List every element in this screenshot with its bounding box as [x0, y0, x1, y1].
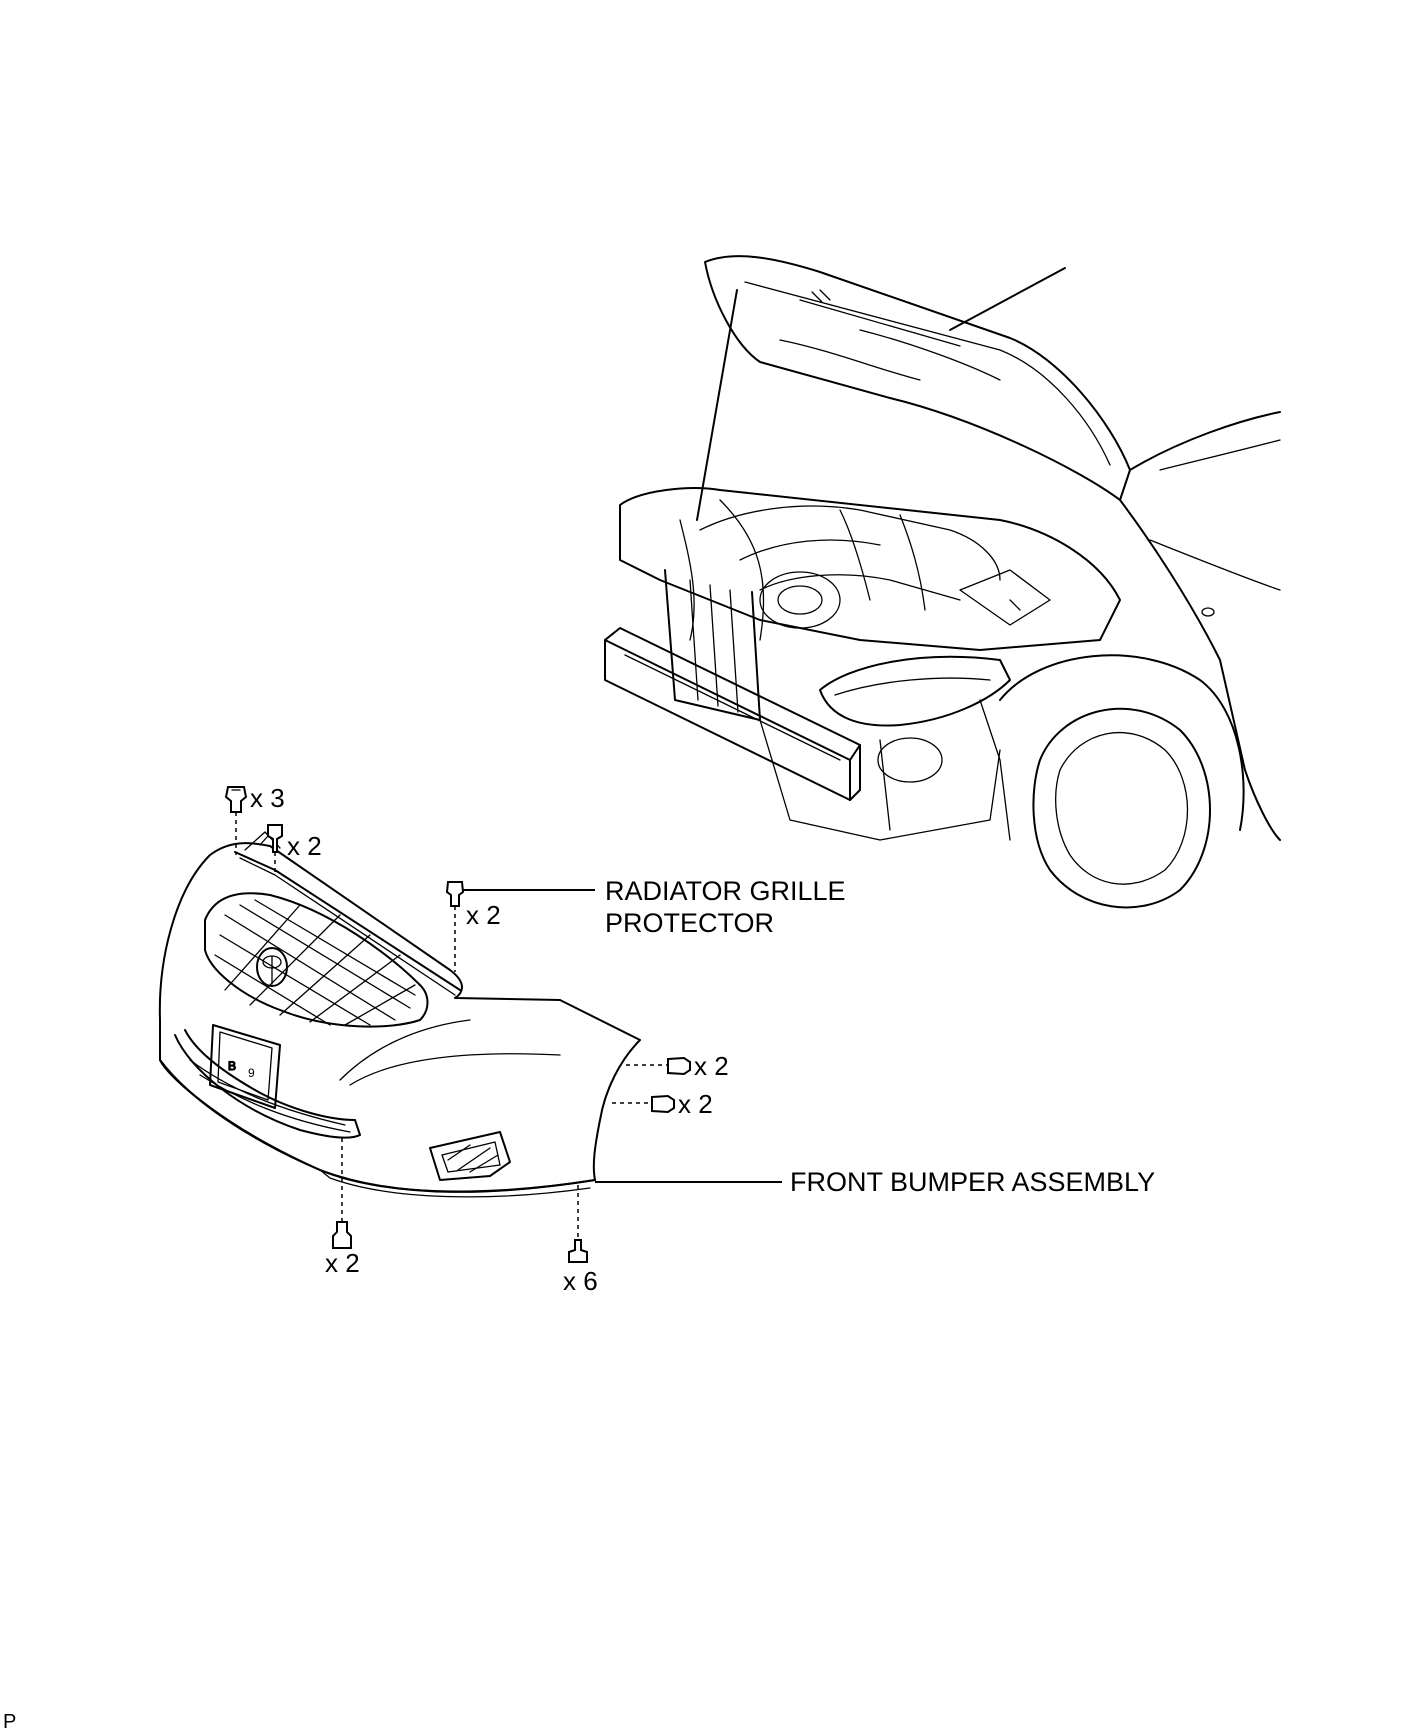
svg-text:9: 9 — [248, 1066, 255, 1080]
svg-text:B: B — [228, 1059, 236, 1073]
callout-radiator-grille-protector: RADIATOR GRILLE PROTECTOR — [605, 876, 846, 938]
clip-icon — [667, 1056, 691, 1076]
clip-icon — [445, 881, 465, 907]
corner-code: P — [3, 1711, 16, 1733]
count-grille-protector-clip: x 2 — [466, 900, 501, 930]
count-top-screw: x 2 — [287, 831, 322, 861]
callout-front-bumper-assembly: FRONT BUMPER ASSEMBLY — [790, 1167, 1155, 1197]
screw-icon — [267, 824, 283, 853]
grille-mesh — [214, 899, 416, 1026]
callout-radiator-grille-protector-line1: RADIATOR GRILLE — [605, 876, 846, 906]
count-bottom-right-screw: x 6 — [563, 1266, 598, 1296]
front-bumper-illustration: B 9 — [158, 827, 641, 1198]
clip-icon — [332, 1221, 352, 1249]
clip-icon — [651, 1094, 675, 1114]
count-side-clip-upper: x 2 — [694, 1051, 729, 1081]
count-bottom-left-clip: x 2 — [325, 1248, 360, 1278]
vehicle-front-illustration — [604, 255, 1281, 909]
clip-icon — [224, 786, 248, 813]
count-top-left-clip: x 3 — [250, 783, 285, 813]
license-plate: B 9 — [209, 1024, 281, 1109]
callout-radiator-grille-protector-line2: PROTECTOR — [605, 908, 774, 938]
emblem-icon — [256, 947, 288, 987]
screw-icon — [568, 1239, 588, 1263]
count-side-clip-lower: x 2 — [678, 1089, 713, 1119]
